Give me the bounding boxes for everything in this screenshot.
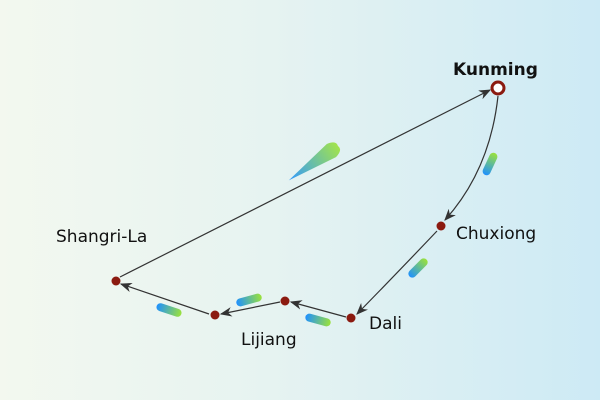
node-waypoint[interactable]: [280, 296, 290, 306]
node-chuxiong[interactable]: [436, 221, 446, 231]
train-icon: [482, 152, 498, 176]
city-label-chuxiong: Chuxiong: [456, 224, 537, 244]
car-icon: [305, 313, 331, 327]
leg-chuxiong-dali: [356, 230, 438, 315]
car-icon: [156, 303, 182, 317]
city-label-dali: Dali: [369, 314, 402, 334]
leg-lijiang-shangrila: [119, 282, 210, 315]
train-icon: [408, 258, 428, 278]
node-kunming-start[interactable]: [490, 80, 506, 96]
leg-shangrila-kunming: [119, 89, 492, 278]
node-dali[interactable]: [346, 313, 356, 323]
car-icon: [236, 293, 262, 307]
city-label-shangrila: Shangri-La: [56, 227, 148, 247]
leg-waypoint-lijiang: [219, 301, 281, 317]
plane-icon: [288, 142, 341, 181]
city-label-lijiang: Lijiang: [241, 330, 297, 350]
city-label-kunming: Kunming: [453, 60, 538, 80]
node-shangrila[interactable]: [111, 276, 121, 286]
node-lijiang[interactable]: [210, 310, 220, 320]
leg-dali-waypoint: [289, 300, 347, 318]
leg-kunming-chuxiong: [444, 95, 499, 221]
